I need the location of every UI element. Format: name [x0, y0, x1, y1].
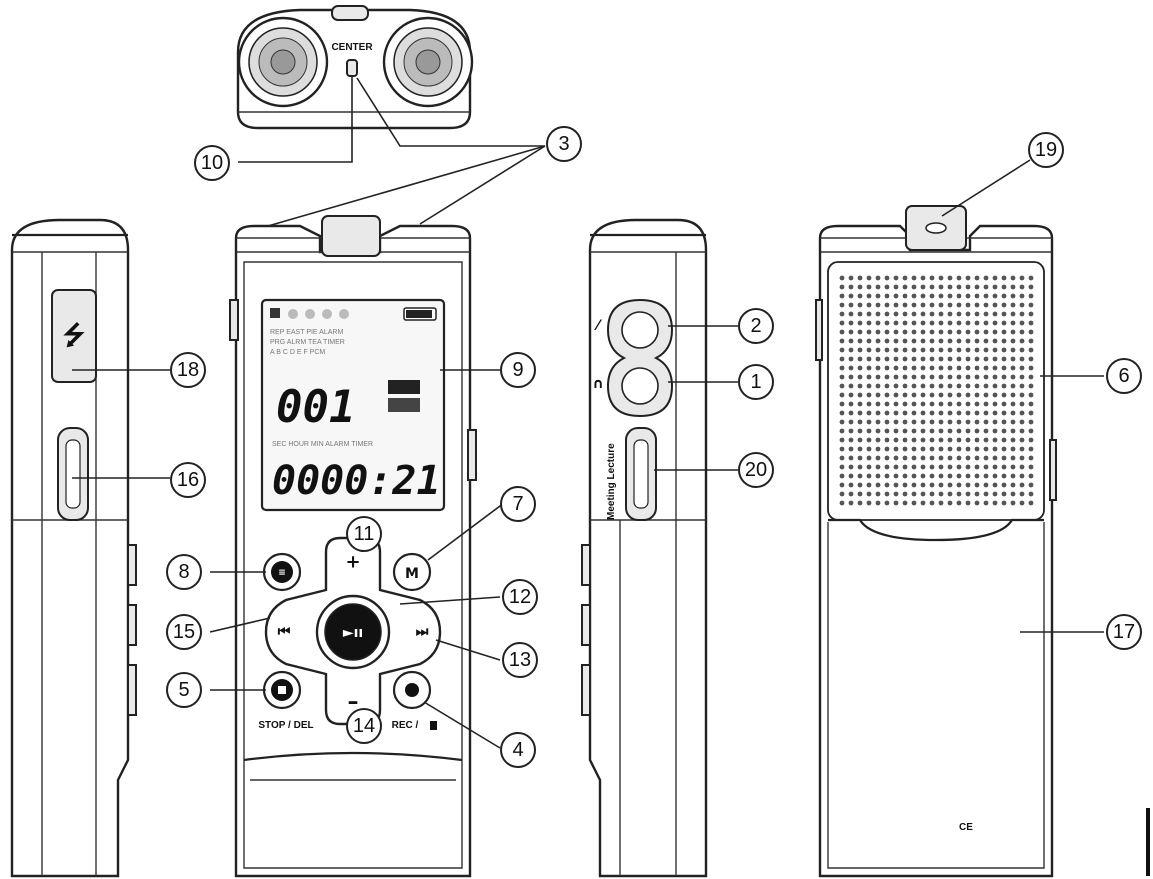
record-button[interactable]	[392, 670, 432, 710]
menu-icon: ≡	[278, 568, 286, 578]
callout-18: 18	[170, 352, 206, 388]
callout-1: 1	[738, 364, 774, 400]
svg-text:8: 8	[178, 561, 189, 583]
back-view: CE	[815, 205, 1057, 878]
ce-mark: CE	[959, 822, 973, 833]
right-microphone	[382, 16, 474, 108]
callout-19: 19	[1028, 132, 1064, 168]
microphone-icon: ⁄	[594, 318, 603, 334]
headphone-jack[interactable]	[621, 367, 659, 405]
svg-text:10: 10	[201, 152, 223, 174]
svg-text:14: 14	[353, 715, 375, 737]
svg-text:5: 5	[178, 679, 189, 701]
previous-track-icon[interactable]: ⏮	[278, 624, 291, 640]
callout-17: 17	[1106, 614, 1142, 650]
callout-13: 13	[502, 642, 538, 678]
svg-text:4: 4	[512, 739, 523, 761]
front-view: REP EAST PIE ALARM PRG ALRM TEA TIMER A …	[229, 215, 477, 878]
callout-9: 9	[500, 352, 536, 388]
callout-11: 11	[346, 516, 382, 552]
callout-14: 14	[346, 708, 382, 744]
svg-text:9: 9	[512, 359, 523, 381]
left-side-view: ⭍	[10, 218, 137, 878]
svg-text:3: 3	[558, 133, 569, 155]
svg-text:SEC HOUR MIN ALARM TIMER: SEC HOUR MIN ALARM TIMER	[272, 441, 373, 448]
leader-lines	[72, 76, 1104, 749]
callouts: 1 2 3 4 5 6 7 8 9 10 11 12 13 14 15 16 1…	[166, 126, 1142, 768]
play-pause-button[interactable]	[324, 603, 382, 661]
callout-4: 4	[500, 732, 536, 768]
microphone-jack[interactable]	[621, 311, 659, 349]
meeting-lecture-label: Meeting Lecture	[606, 443, 617, 520]
callout-20: 20	[738, 452, 774, 488]
speaker-grille	[839, 275, 1034, 506]
center-label: CENTER	[331, 42, 373, 53]
callout-16: 16	[170, 462, 206, 498]
mode-button[interactable]: M	[392, 552, 432, 592]
control-cluster: + – ⏮ ⏭ ►ıı	[264, 536, 442, 726]
svg-text:17: 17	[1113, 621, 1135, 643]
lanyard-hole	[331, 5, 369, 21]
menu-button[interactable]: ≡	[262, 552, 302, 592]
volume-up-button[interactable]: +	[345, 552, 360, 573]
stop-delete-button[interactable]	[262, 670, 302, 710]
callout-12: 12	[502, 579, 538, 615]
center-mic-bump	[321, 215, 381, 257]
callout-3: 3	[546, 126, 582, 162]
stop-del-label: STOP / DEL	[258, 720, 313, 731]
file-number: 001	[276, 382, 355, 433]
callout-5: 5	[166, 672, 202, 708]
svg-text:19: 19	[1035, 139, 1057, 161]
play-pause-icon: ►ıı	[343, 625, 363, 641]
callout-8: 8	[166, 554, 202, 590]
svg-text:A B C D E F PCM: A B C D E F PCM	[270, 349, 325, 356]
rec-label: REC /	[392, 720, 419, 731]
usb-cover[interactable]	[51, 289, 97, 383]
svg-text:11: 11	[354, 523, 375, 545]
svg-text:12: 12	[509, 586, 531, 608]
stop-icon	[278, 686, 286, 694]
svg-text:7: 7	[512, 493, 523, 515]
time-counter: 0000:21	[272, 458, 441, 504]
right-side-view: ⁄ ∩ Meeting Lecture	[581, 218, 708, 878]
volume-down-button[interactable]: –	[348, 690, 359, 715]
lcd-display: REP EAST PIE ALARM PRG ALRM TEA TIMER A …	[260, 298, 446, 512]
svg-text:13: 13	[509, 649, 531, 671]
svg-text:REP EAST PIE ALARM: REP EAST PIE ALARM	[270, 329, 343, 336]
callout-2: 2	[738, 308, 774, 344]
callout-6: 6	[1106, 358, 1142, 394]
svg-text:16: 16	[177, 469, 199, 491]
callout-7: 7	[500, 486, 536, 522]
callout-10: 10	[194, 145, 230, 181]
svg-text:15: 15	[173, 621, 195, 643]
battery-cover[interactable]	[827, 522, 1045, 869]
top-view: CENTER	[236, 5, 474, 130]
svg-text:1: 1	[750, 371, 761, 393]
svg-text:20: 20	[745, 459, 767, 481]
next-track-icon[interactable]: ⏭	[416, 624, 429, 640]
callout-15: 15	[166, 614, 202, 650]
mode-button-label: M	[405, 566, 419, 582]
center-microphone	[346, 59, 358, 77]
svg-text:6: 6	[1118, 365, 1129, 387]
svg-text:PRG ALRM TEA TIMER: PRG ALRM TEA TIMER	[270, 339, 345, 346]
usb-icon: ⭍	[63, 321, 85, 351]
left-microphone	[237, 16, 329, 108]
svg-text:18: 18	[177, 359, 199, 381]
record-icon	[405, 683, 419, 697]
svg-text:2: 2	[750, 315, 761, 337]
headphone-icon: ∩	[592, 376, 603, 392]
